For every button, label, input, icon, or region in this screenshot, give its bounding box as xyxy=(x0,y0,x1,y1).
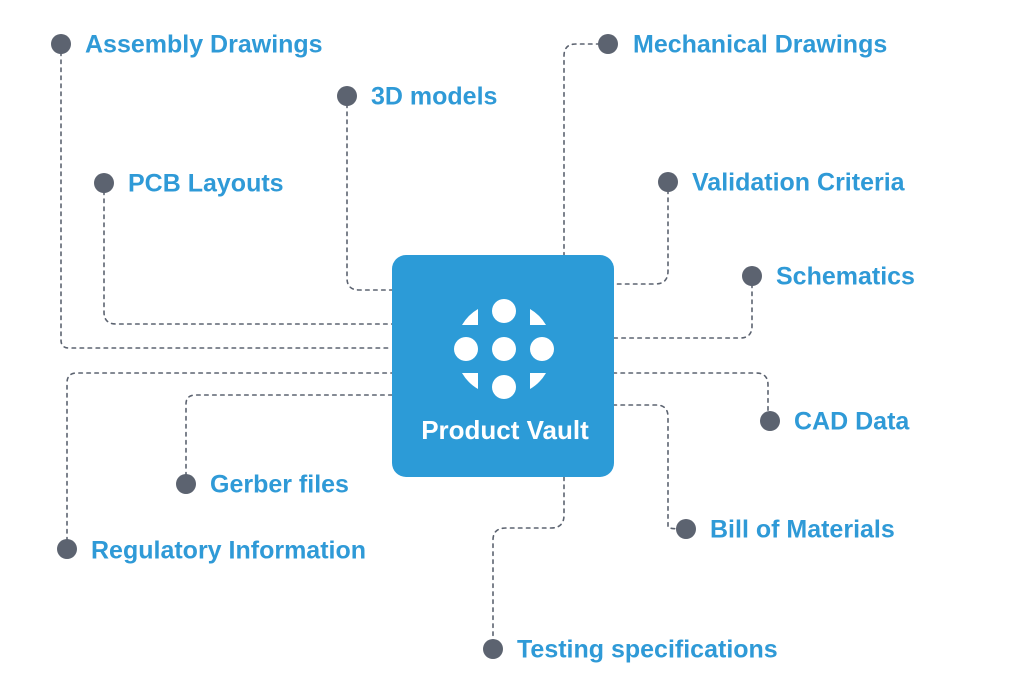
connector-3d-models xyxy=(346,95,393,291)
node-label: Validation Criteria xyxy=(692,169,906,197)
hub-box xyxy=(392,255,614,477)
product-vault-hub[interactable]: Product Vault xyxy=(392,255,614,477)
connector-assembly-drawings xyxy=(60,43,393,349)
connector-validation-criteria xyxy=(612,181,669,285)
node-dot xyxy=(337,86,357,106)
node-label: CAD Data xyxy=(794,408,910,436)
node-label: PCB Layouts xyxy=(128,170,284,198)
node-label: Regulatory Information xyxy=(91,537,366,565)
node-dot xyxy=(742,266,762,286)
node-validation-criteria[interactable]: Validation Criteria xyxy=(658,169,906,197)
connector-gerber-files xyxy=(185,394,393,485)
node-pcb-layouts[interactable]: PCB Layouts xyxy=(94,170,284,198)
node-label: Testing specifications xyxy=(517,636,778,664)
connectors xyxy=(60,43,769,650)
node-label: Assembly Drawings xyxy=(85,31,323,59)
connector-regulatory-information xyxy=(66,372,393,550)
connector-pcb-layouts xyxy=(103,182,393,325)
connector-mechanical-drawings xyxy=(563,43,609,256)
node-dot xyxy=(658,172,678,192)
node-bill-of-materials[interactable]: Bill of Materials xyxy=(676,516,895,544)
node-regulatory-information[interactable]: Regulatory Information xyxy=(57,537,366,565)
node-dot xyxy=(676,519,696,539)
node-dot xyxy=(176,474,196,494)
node-dot xyxy=(57,539,77,559)
node-label: Schematics xyxy=(776,263,915,291)
node-testing-specifications[interactable]: Testing specifications xyxy=(483,636,778,664)
node-mechanical-drawings[interactable]: Mechanical Drawings xyxy=(598,31,887,59)
connector-bill-of-materials xyxy=(612,404,687,530)
node-assembly-drawings[interactable]: Assembly Drawings xyxy=(51,31,323,59)
node-dot xyxy=(483,639,503,659)
node-gerber-files[interactable]: Gerber files xyxy=(176,471,349,499)
node-dot xyxy=(760,411,780,431)
node-schematics[interactable]: Schematics xyxy=(742,263,915,291)
nodes: Assembly Drawings Mechanical Drawings 3D… xyxy=(51,31,915,664)
node-label: Gerber files xyxy=(210,471,349,499)
node-label: 3D models xyxy=(371,83,497,111)
node-label: Mechanical Drawings xyxy=(633,31,887,59)
hub-title: Product Vault xyxy=(421,415,589,445)
node-dot xyxy=(598,34,618,54)
node-label: Bill of Materials xyxy=(710,516,895,544)
connector-cad-data xyxy=(612,372,769,421)
node-3d-models[interactable]: 3D models xyxy=(337,83,497,111)
connector-testing-specifications xyxy=(492,476,565,650)
node-dot xyxy=(51,34,71,54)
node-cad-data[interactable]: CAD Data xyxy=(760,408,910,436)
vault-dots-icon xyxy=(454,299,554,399)
node-dot xyxy=(94,173,114,193)
connector-schematics xyxy=(612,275,753,339)
